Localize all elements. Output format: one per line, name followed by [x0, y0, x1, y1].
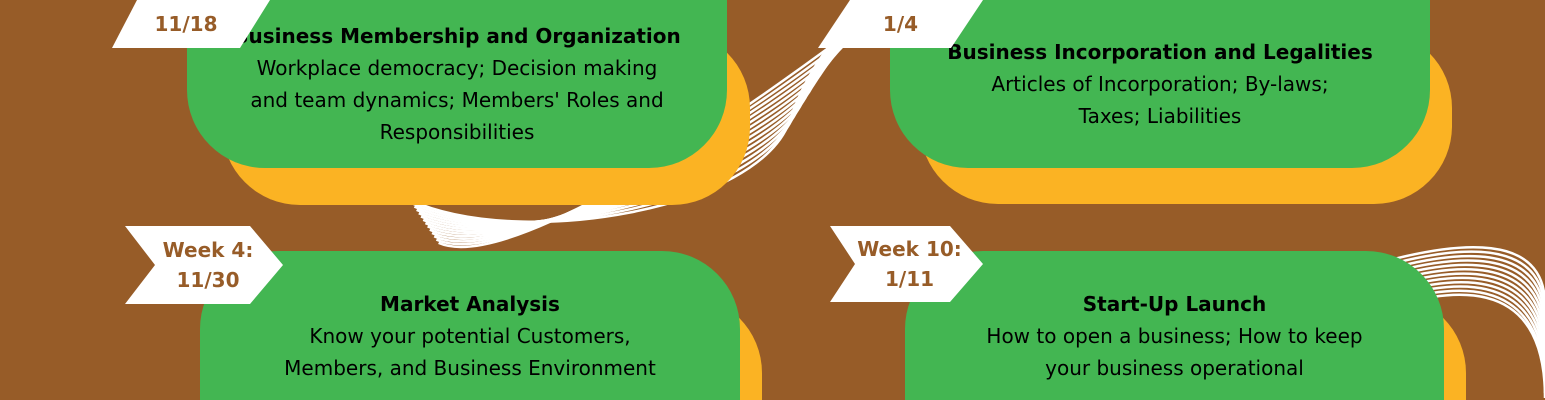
wave-arc [1392, 259, 1545, 332]
card-description-line: Taxes; Liabilities [1078, 104, 1242, 128]
card-description-line: Responsibilities [379, 120, 535, 144]
card-description-line: Workplace democracy; Decision making [256, 56, 658, 80]
week-tag-line: 11/30 [176, 268, 240, 292]
card-title: Business Incorporation and Legalities [947, 40, 1373, 64]
wave-arc [1390, 250, 1545, 314]
card-description-line: and team dynamics; Members' Roles and [250, 88, 664, 112]
card-description-line: How to open a business; How to keep [986, 324, 1363, 348]
date-tag: 11/18 [112, 0, 270, 48]
date-tag-text: 1/4 [882, 12, 919, 36]
wave-arc [1395, 272, 1545, 358]
wave-arc [1397, 280, 1545, 376]
wave-arc [1389, 245, 1545, 306]
card-description-line: Members, and Business Environment [284, 356, 656, 380]
card-title: Start-Up Launch [1082, 292, 1267, 316]
card-business-incorporation: Business Incorporation and Legalities Ar… [890, 0, 1430, 168]
card-title: Market Analysis [380, 292, 560, 316]
card-business-membership: Business Membership and Organization Wor… [187, 0, 727, 168]
card-title: Business Membership and Organization [233, 24, 681, 48]
card-startup-launch: Start-Up Launch How to open a business; … [905, 251, 1444, 400]
card-description-line: Articles of Incorporation; By-laws; [991, 72, 1329, 96]
week-tag: Week 10: 1/11 [830, 226, 983, 302]
card-market-analysis: Market Analysis Know your potential Cust… [200, 251, 740, 400]
wave-arc [1391, 254, 1545, 323]
wave-arc [1396, 276, 1545, 367]
wave-arc [1393, 263, 1545, 341]
date-tag: 1/4 [818, 0, 983, 48]
week-tag-line: 1/11 [884, 267, 935, 291]
wave-arc [1394, 268, 1545, 350]
week-tag-line: Week 10: [857, 237, 962, 261]
week-tag-line: Week 4: [162, 238, 254, 262]
date-tag-text: 11/18 [154, 12, 218, 36]
card-description-line: your business operational [1045, 356, 1304, 380]
card-description-line: Know your potential Customers, [309, 324, 631, 348]
